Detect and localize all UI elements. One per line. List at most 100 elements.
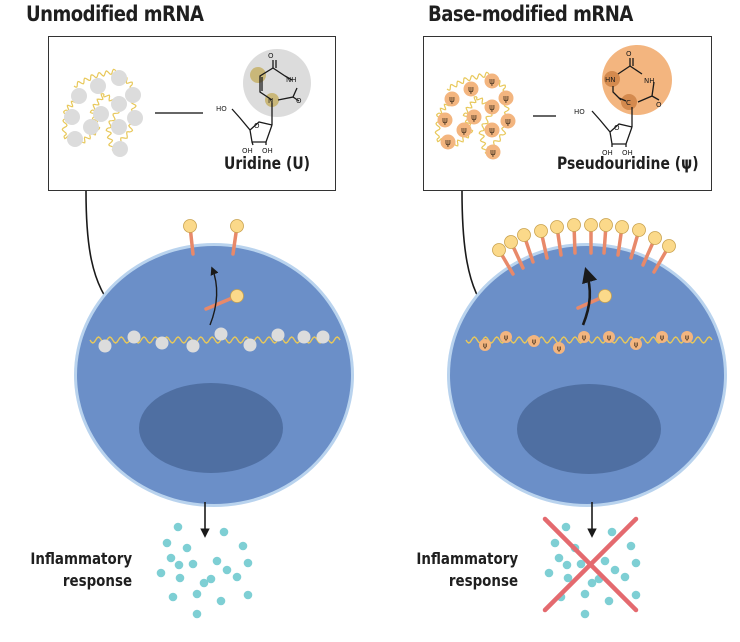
- psi-symbol: ψ: [660, 334, 665, 342]
- atom-oh: OH: [622, 149, 633, 157]
- nucleotide-base: [603, 331, 615, 343]
- rna-strand: [93, 68, 117, 79]
- nucleotide-base: [479, 339, 491, 351]
- cross-out-line: [542, 516, 639, 613]
- surface-protein: [492, 243, 515, 276]
- surface-protein: [641, 231, 662, 267]
- title-unmodified-mrna: Unmodified mRNA: [26, 2, 204, 26]
- protein-head: [504, 235, 518, 249]
- psi-symbol: ψ: [532, 338, 537, 346]
- atom-highlight: [250, 67, 266, 83]
- inflammatory-response-label-right: Inflammatory response: [416, 548, 518, 592]
- cytokine-dot: [607, 527, 617, 537]
- atom-hn: HN: [605, 76, 616, 84]
- protein-head: [615, 220, 629, 234]
- psi-symbol: ψ: [489, 77, 495, 87]
- protein-head: [567, 218, 581, 232]
- nucleotide-base: [444, 91, 460, 107]
- protein-head: [534, 224, 548, 238]
- atom-highlight: [621, 94, 637, 110]
- cytokine-dot: [561, 522, 571, 532]
- protein-head: [598, 289, 612, 303]
- cytokine-dot: [192, 609, 202, 619]
- atom-o: O: [296, 97, 302, 105]
- cytokine-dot: [175, 573, 185, 583]
- nucleotide-base: [630, 338, 642, 350]
- cytokine-dot: [626, 541, 636, 551]
- psi-symbol: ψ: [468, 85, 474, 95]
- cytokine-dot: [550, 538, 560, 548]
- cytokine-dot: [162, 538, 172, 548]
- nucleotide-base: [553, 342, 565, 354]
- cytokine-dot: [219, 527, 229, 537]
- cytokine-dot: [173, 522, 183, 532]
- nucleotide-base: [93, 106, 109, 122]
- surface-protein: [517, 228, 535, 264]
- cytokine-dot: [600, 556, 610, 566]
- inflammatory-response-label-left: Inflammatory response: [30, 548, 132, 592]
- psi-symbol: ψ: [483, 342, 488, 350]
- cytokine-dot: [604, 596, 614, 606]
- nucleotide-base: [466, 109, 482, 125]
- cytokine-dot: [610, 565, 620, 575]
- pseudouridine-structure: O NH O HN C O HO OH OH: [574, 45, 672, 157]
- surface-protein: [652, 239, 676, 274]
- atom-ho: HO: [216, 105, 227, 113]
- surface-protein: [534, 224, 549, 260]
- nucleotide-base: [67, 131, 83, 147]
- surface-protein: [615, 220, 629, 257]
- psi-symbol: ψ: [489, 103, 495, 113]
- nucleotide-base: [681, 331, 693, 343]
- nucleotide-base: [98, 339, 112, 353]
- nucleotide-base: [127, 110, 143, 126]
- nucleotide-base: [214, 327, 228, 341]
- rna-strand: [464, 96, 478, 114]
- nucleotide-base: [437, 112, 453, 128]
- cytokine-dot: [631, 590, 641, 600]
- response-line-2: response: [62, 571, 132, 590]
- atom-o: O: [656, 101, 662, 109]
- cytokine-dot: [243, 590, 253, 600]
- protein-head: [632, 223, 646, 237]
- atom-oh: OH: [242, 147, 253, 155]
- nucleotide-base: [83, 119, 99, 135]
- nucleus: [139, 383, 283, 473]
- psi-symbol: ψ: [489, 126, 495, 136]
- nucleotide-base: [111, 96, 127, 112]
- protein-head: [230, 219, 244, 233]
- psi-symbol: ψ: [442, 116, 448, 126]
- psi-symbol: ψ: [505, 117, 511, 127]
- rna-strand: [446, 77, 468, 91]
- protein-head: [599, 218, 613, 232]
- cytokine-dot: [587, 578, 597, 588]
- nucleotide-base: [271, 328, 285, 342]
- cytokine-dot: [168, 592, 178, 602]
- cytokine-dot: [563, 573, 573, 583]
- uridine-label: Uridine (U): [224, 154, 311, 174]
- uridine-structure: O NH O N O HO OH OH: [216, 49, 311, 155]
- rna-strand: [466, 71, 490, 82]
- nucleotide-base: [528, 335, 540, 347]
- nascent-protein: [576, 289, 612, 310]
- atom-o: O: [614, 124, 620, 132]
- cytokine-dot: [580, 589, 590, 599]
- base-highlight: [243, 49, 311, 117]
- cell-left: [74, 243, 354, 507]
- title-base-modified-mrna: Base-modified mRNA: [428, 2, 633, 26]
- psi-symbol: ψ: [582, 334, 587, 342]
- cytokine-dot: [216, 596, 226, 606]
- nucleotide-base: [112, 141, 128, 157]
- psi-symbol: ψ: [471, 113, 477, 123]
- atom-c: C: [626, 99, 631, 107]
- atom-o: O: [254, 122, 260, 130]
- protein-head: [662, 239, 676, 253]
- nucleotide-base: [656, 331, 668, 343]
- cytokine-dot: [199, 578, 209, 588]
- psi-symbol: ψ: [503, 94, 509, 104]
- psi-symbol: ψ: [490, 148, 496, 158]
- nucleotide-base: [125, 87, 141, 103]
- protein-head: [648, 231, 662, 245]
- nucleotide-base: [186, 339, 200, 353]
- protein-head: [550, 220, 564, 234]
